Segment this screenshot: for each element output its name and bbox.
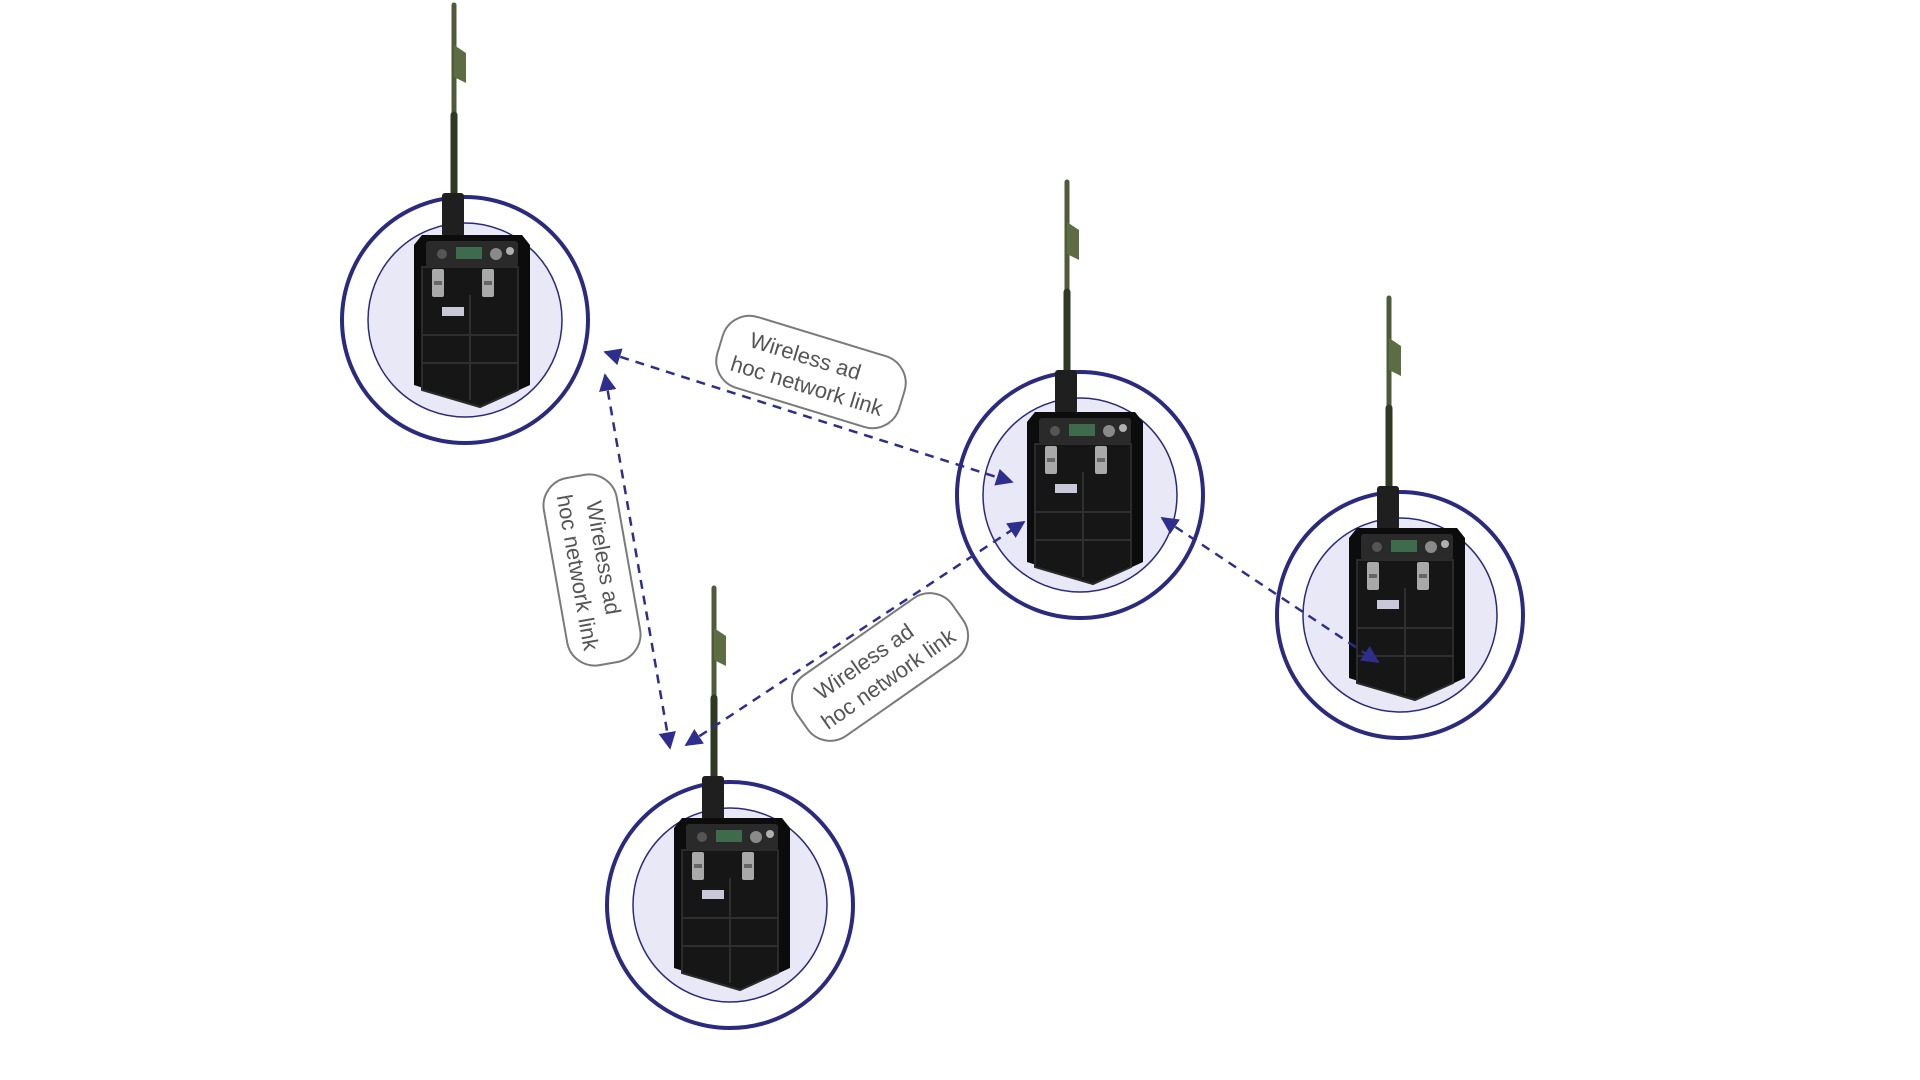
radio-node-3 (605, 588, 855, 1030)
link-label-middle: Wireless ad hoc network link (790, 592, 970, 742)
label-frame (542, 473, 642, 667)
radio-node-2 (955, 182, 1205, 620)
label-frame (715, 314, 907, 430)
radio-node-4 (1275, 298, 1525, 740)
link-arrow-node3-node2 (684, 520, 1026, 747)
label-frame (790, 592, 970, 742)
link-arrow-node2-node4 (1160, 516, 1380, 664)
link-label-left: Wireless ad hoc network link (542, 473, 642, 667)
radio-node-1 (340, 5, 590, 445)
link-label-top: Wireless ad hoc network link (715, 314, 907, 430)
